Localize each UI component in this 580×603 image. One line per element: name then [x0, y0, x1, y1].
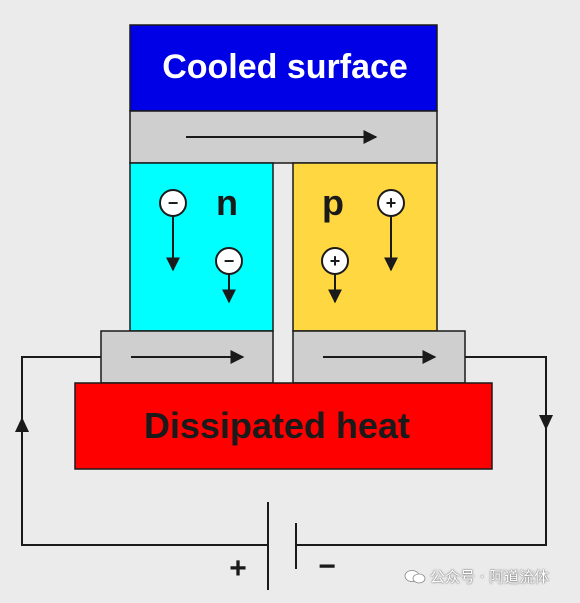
circuit-wires [21, 356, 547, 546]
battery-symbol [267, 502, 297, 590]
watermark-text: 公众号 · 阿道流体 [430, 568, 550, 586]
cooled-surface-plate [129, 24, 438, 112]
electron-charge-sign: − [168, 193, 179, 213]
left-wire-up-arrow [15, 417, 29, 432]
electron-carrier-1: − [159, 189, 187, 272]
right-wire [297, 356, 547, 546]
battery-minus-label: − [318, 550, 336, 583]
hole-carrier-1: + [377, 189, 405, 272]
n-type-label: n [216, 182, 238, 223]
p-type-leg [292, 162, 438, 332]
wechat-icon [404, 569, 426, 584]
watermark: 公众号 · 阿道流体 [404, 566, 549, 587]
right-wire-down-arrow [539, 415, 553, 430]
left-wire [21, 356, 267, 546]
dissipated-heat-plate [74, 382, 493, 470]
electron-carrier-2: − [215, 247, 243, 304]
hole-carrier-2: + [321, 247, 349, 304]
dissipated-heat-label: Dissipated heat [144, 405, 410, 446]
electron-charge-sign: − [224, 251, 235, 271]
p-type-label: p [322, 182, 344, 223]
hole-charge-sign: + [386, 193, 397, 213]
cooled-surface-label: Cooled surface [162, 48, 408, 86]
n-type-leg [129, 162, 274, 332]
battery-plus-label: + [229, 552, 247, 585]
hole-charge-sign: + [330, 251, 341, 271]
